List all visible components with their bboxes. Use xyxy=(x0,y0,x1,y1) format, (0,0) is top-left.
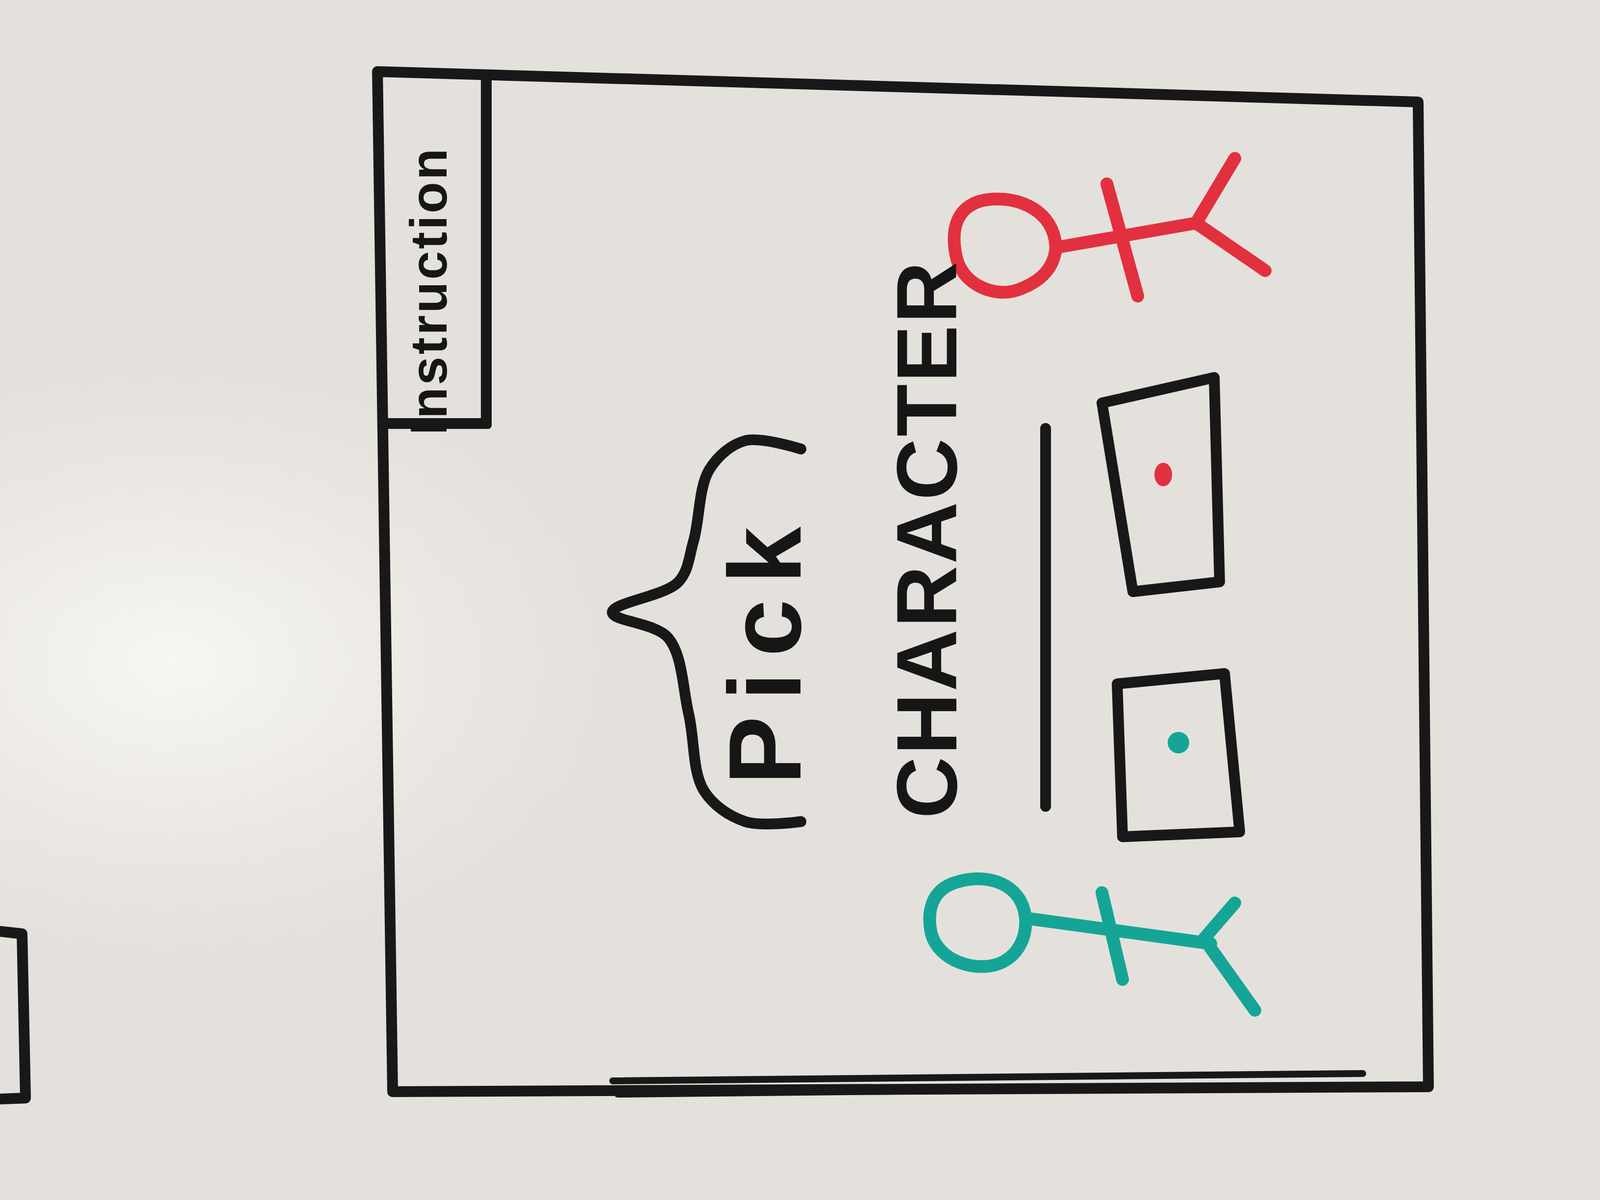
option-box xyxy=(1101,377,1220,592)
speech-bubble: Pick xyxy=(602,431,829,834)
divider-line xyxy=(1040,428,1051,807)
red-stick-figure xyxy=(954,158,1266,297)
node-text: Instruction xyxy=(402,146,455,436)
teal-stick-figure xyxy=(929,878,1255,1011)
figure-legs xyxy=(1196,158,1266,271)
option-box xyxy=(1117,673,1240,837)
character-label: CHARACTER xyxy=(883,259,970,819)
figure-head xyxy=(954,199,1056,293)
node-text: Pick xyxy=(713,511,817,785)
instruction-box: Instruction xyxy=(377,73,492,429)
figure-legs xyxy=(1203,902,1255,1011)
screen-frame xyxy=(377,71,1429,1092)
figure-arms xyxy=(1101,892,1123,980)
red-dot xyxy=(1154,462,1173,487)
figure-head xyxy=(929,878,1026,967)
frame-bottom-stroke xyxy=(617,1085,1417,1095)
figure-arms xyxy=(1106,183,1138,297)
teal-dot xyxy=(1167,731,1190,754)
frame-bottom-stroke xyxy=(612,1073,1363,1081)
neighbour-frame xyxy=(0,931,26,1100)
